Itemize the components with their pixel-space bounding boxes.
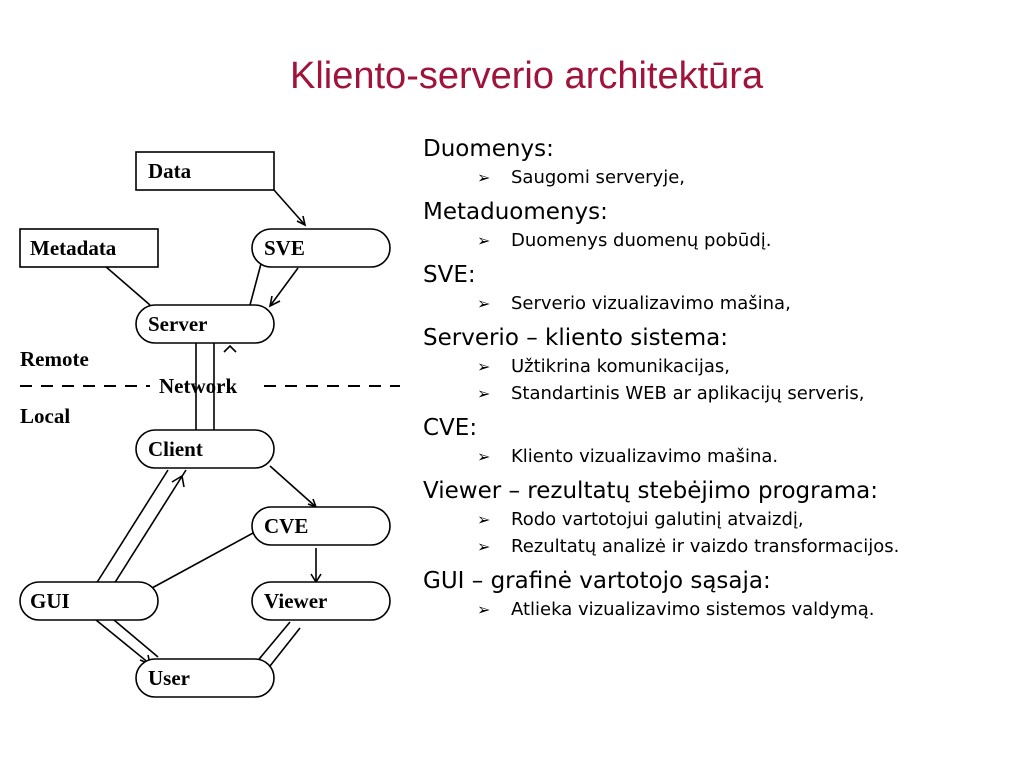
- section-heading: SVE:: [423, 262, 476, 288]
- edge-sve-server-b: [269, 267, 299, 307]
- data-box: [135, 151, 275, 191]
- user-label: User: [148, 666, 190, 690]
- viewer-node: [251, 581, 391, 621]
- bullet-section: SVE:➢ Serverio vizualizavimo mašina,: [423, 260, 1013, 317]
- bullet-text: Serverio vizualizavimo mašina,: [511, 293, 791, 314]
- arrow-bullet-icon: ➢: [477, 600, 491, 619]
- cve-node: [251, 506, 391, 546]
- section-heading: Duomenys:: [423, 136, 554, 162]
- bullet-text: Kliento vizualizavimo mašina.: [511, 446, 779, 467]
- arrow-bullet-icon: ➢: [477, 537, 491, 556]
- bullet-text: Atlieka vizualizavimo sistemos valdymą.: [511, 599, 875, 620]
- bullet-item: ➢ Standartinis WEB ar aplikacijų serveris…: [423, 380, 1013, 407]
- slide-title: Kliento-serverio architektūra: [290, 55, 764, 97]
- viewer-label: Viewer: [264, 589, 327, 613]
- arrow-bullet-icon: ➢: [477, 510, 491, 529]
- sve-label: SVE: [264, 236, 305, 260]
- arrow-bullet-icon: ➢: [477, 447, 491, 466]
- edge-gui-user-b: [113, 619, 159, 658]
- local-label: Local: [20, 404, 70, 428]
- bullet-item: ➢ Duomenys duomenų pobūdį.: [423, 227, 1013, 254]
- section-heading: Metaduomenys:: [423, 199, 608, 225]
- metadata-label: Metadata: [30, 236, 117, 260]
- arrow-bullet-icon: ➢: [477, 357, 491, 376]
- edge-data-sve-head: [296, 215, 307, 227]
- section-heading: CVE:: [423, 415, 478, 441]
- bullet-item: ➢ Saugomi serveryje,: [423, 164, 1013, 191]
- bullet-section: CVE: ➢ Kliento vizualizavimo mašina.: [423, 413, 1013, 470]
- server-node: [135, 304, 275, 344]
- edge-metadata-server: [104, 265, 151, 306]
- bullet-section: GUI – grafinė vartotojo sąsaja: ➢ Atlieka …: [423, 566, 1013, 623]
- network-label: Network: [159, 374, 237, 398]
- bullet-item: ➢ Atlieka vizualizavimo sistemos valdymą.: [423, 596, 1013, 623]
- arrow-bullet-icon: ➢: [477, 384, 491, 403]
- client-label: Client: [148, 437, 203, 461]
- bullet-text: Užtikrina komunikacijas,: [511, 356, 730, 377]
- architecture-diagram: Data Metadata SVE Server Network Client …: [19, 151, 400, 698]
- gui-node: [19, 581, 159, 621]
- bullet-item: ➢ Rodo vartotojui galutinį atvaizdį,: [423, 506, 1013, 533]
- client-node: [135, 429, 275, 469]
- gui-label: GUI: [30, 589, 70, 613]
- edge-data-sve: [273, 189, 306, 226]
- edge-client-gui-a: [95, 469, 169, 585]
- edge-sve-server-head: [268, 295, 281, 308]
- arrow-bullet-icon: ➢: [477, 168, 491, 187]
- bullet-item: ➢ Rezultatų analizė ir vaizdo transformac…: [423, 533, 1013, 560]
- edge-client-gui-head: [171, 474, 185, 488]
- bullet-section: Viewer – rezultatų stebėjimo programa: ➢ R…: [423, 476, 1013, 560]
- section-heading: Viewer – rezultatų stebėjimo programa:: [423, 478, 878, 504]
- bullet-text: Duomenys duomenų pobūdį.: [511, 230, 772, 251]
- section-heading: Serverio – kliento sistema:: [423, 325, 729, 351]
- edge-viewer-user-b: [269, 627, 301, 667]
- arrow-bullet-icon: ➢: [477, 294, 491, 313]
- bullet-item: ➢ Kliento vizualizavimo mašina.: [423, 443, 1013, 470]
- section-heading: GUI – grafinė vartotojo sąsaja:: [423, 568, 771, 594]
- metadata-box: [19, 228, 159, 268]
- bullet-section: Duomenys: ➢ Saugomi serveryje,: [423, 134, 1013, 191]
- sve-node: [251, 228, 391, 268]
- bullet-section: Metaduomenys: ➢ Duomenys duomenų pobūdį.: [423, 197, 1013, 254]
- edge-cve-gui: [151, 531, 256, 589]
- edge-client-gui-b: [113, 469, 187, 585]
- cve-label: CVE: [264, 514, 308, 538]
- edge-server-client-head: [223, 344, 237, 353]
- data-label: Data: [148, 159, 192, 183]
- arrow-bullet-icon: ➢: [477, 231, 491, 250]
- bullet-section: Serverio – kliento sistema: ➢ Užtikrina ko…: [423, 323, 1013, 407]
- remote-label: Remote: [20, 347, 89, 371]
- bullet-item: ➢ Užtikrina komunikacijas,: [423, 353, 1013, 380]
- server-label: Server: [148, 312, 207, 336]
- bullet-list: Duomenys: ➢ Saugomi serveryje, Metaduomenys…: [423, 134, 1013, 629]
- edge-gui-user-a: [95, 619, 151, 665]
- bullet-text: Saugomi serveryje,: [511, 167, 685, 188]
- bullet-text: Rodo vartotojui galutinį atvaizdį,: [511, 509, 804, 530]
- bullet-text: Rezultatų analizė ir vaizdo transformaci…: [511, 536, 900, 557]
- bullet-text: Standartinis WEB ar aplikacijų serveris,: [511, 383, 865, 404]
- edge-sve-server-a: [249, 259, 263, 306]
- bullet-item: ➢ Serverio vizualizavimo mašina,: [423, 290, 1013, 317]
- user-node: [135, 658, 275, 698]
- edge-client-cve: [269, 465, 317, 508]
